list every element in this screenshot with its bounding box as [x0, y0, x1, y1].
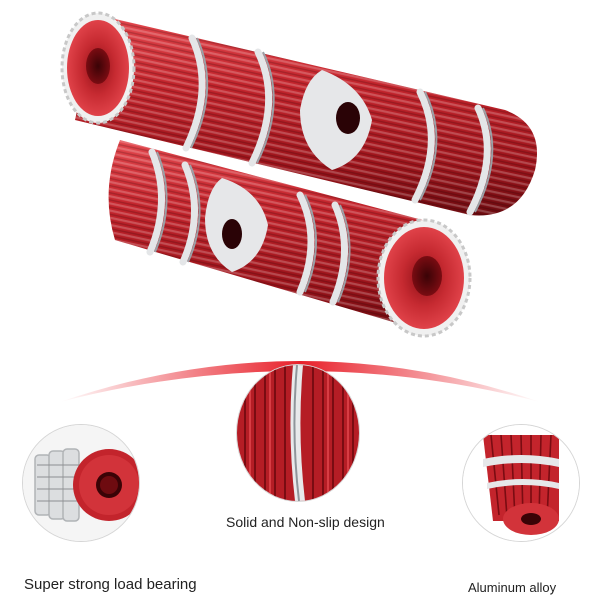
red-arc-swoosh	[60, 361, 540, 402]
top-peg	[60, 11, 537, 216]
detail-non-slip	[236, 364, 360, 502]
caption-aluminum-alloy: Aluminum alloy	[468, 580, 557, 595]
peg-pair-photo	[60, 11, 537, 338]
bottom-peg	[108, 140, 472, 338]
knurl-groove-closeup	[237, 365, 359, 501]
caption-non-slip: Solid and Non-slip design	[226, 514, 385, 530]
caption-load-bearing: Super strong load bearing	[24, 576, 197, 593]
peg-angled-closeup	[463, 425, 579, 541]
peg-end-closeup	[23, 425, 139, 541]
detail-load-bearing	[22, 424, 140, 542]
detail-aluminum-alloy	[462, 424, 580, 542]
